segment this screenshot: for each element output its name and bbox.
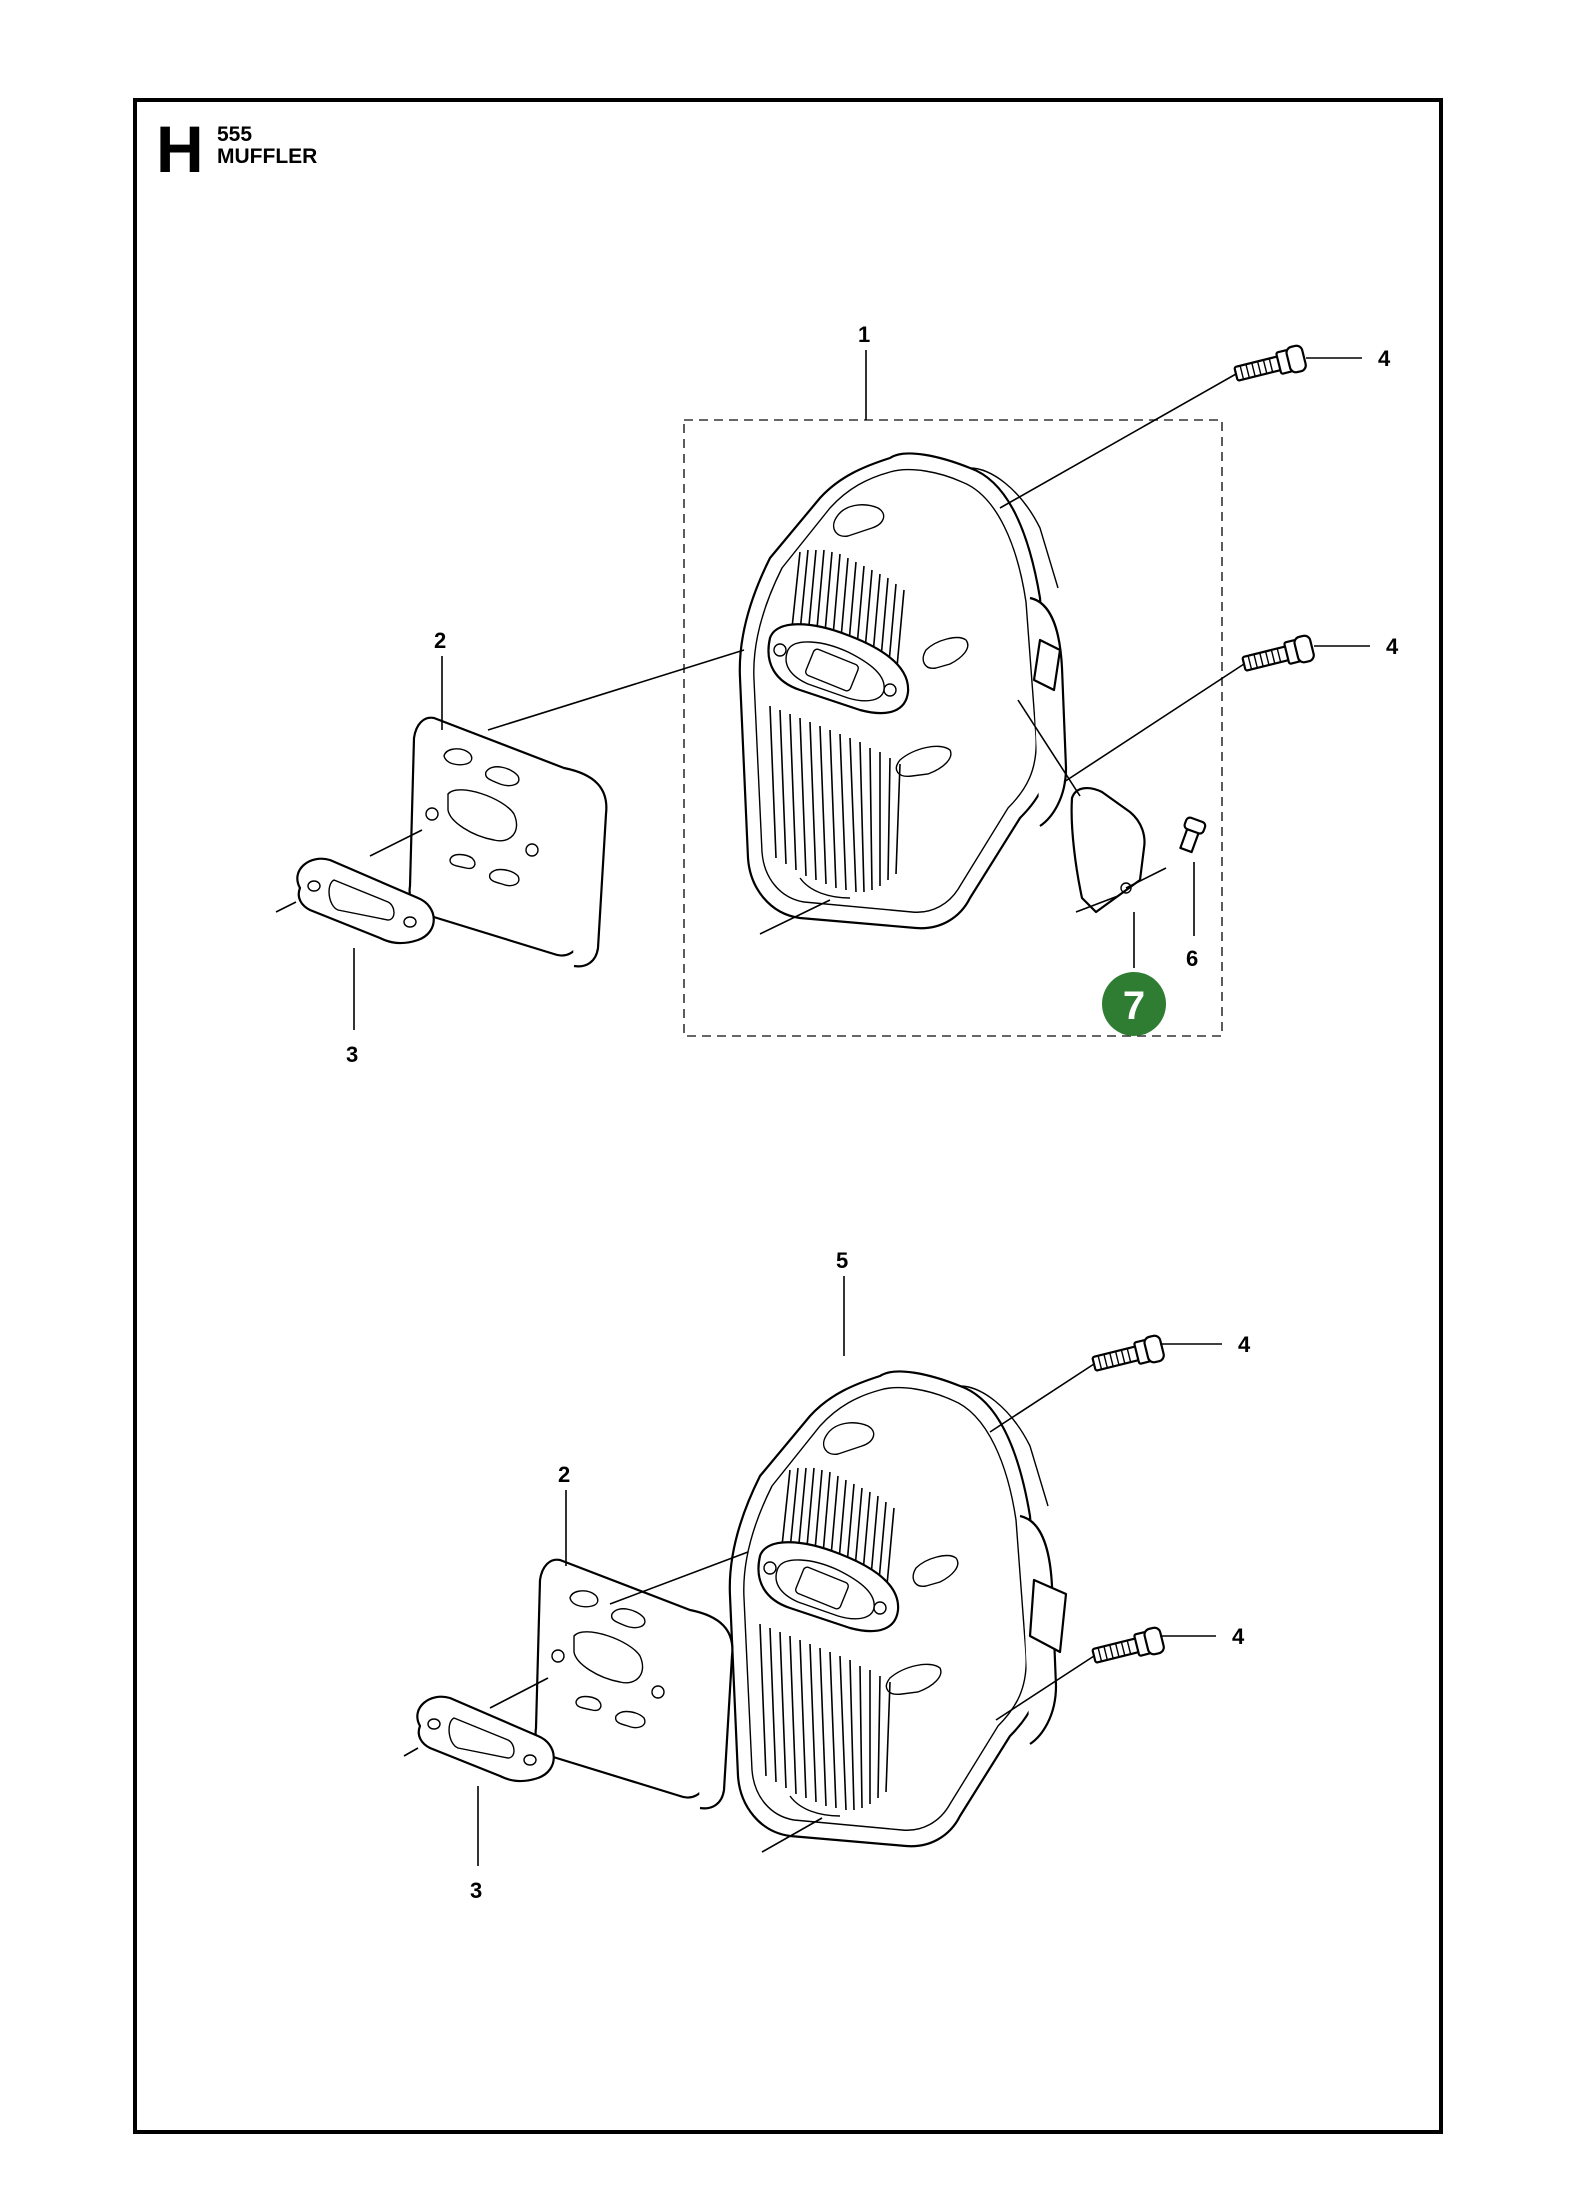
section-letter: H xyxy=(156,112,204,186)
top-muffler-lug xyxy=(1032,638,1062,692)
bottom-muffler xyxy=(728,1370,1058,1848)
bottom-heat-plate xyxy=(534,1558,734,1810)
callout-1: 1 xyxy=(858,322,870,347)
top-muffler xyxy=(738,452,1068,930)
callout-7: 7 xyxy=(1123,984,1145,1028)
bottom-assembly: 5 4 4 2 3 xyxy=(403,1248,1251,1903)
callout-4-bottom-upper: 4 xyxy=(1238,1332,1251,1357)
diagram-frame xyxy=(133,98,1443,2134)
bottom-gasket xyxy=(416,1695,555,1783)
page-title: MUFFLER xyxy=(217,145,318,168)
callout-2-top: 2 xyxy=(434,628,446,653)
top-screw-lower xyxy=(1239,633,1317,678)
model-number: 555 xyxy=(217,123,253,146)
bottom-screw-lower xyxy=(1089,1625,1167,1670)
callout-5: 5 xyxy=(836,1248,848,1273)
top-assembly: 1 4 4 xyxy=(275,322,1399,1067)
callout-4-top-lower: 4 xyxy=(1386,634,1399,659)
callout-6: 6 xyxy=(1186,946,1198,971)
new-part-badge xyxy=(1102,972,1166,1036)
bottom-muffler-lug xyxy=(1028,1578,1068,1654)
callout-3-bottom: 3 xyxy=(470,1878,482,1903)
kit-boundary xyxy=(683,419,1223,1037)
deflector-7 xyxy=(1070,786,1146,914)
callout-2-bottom: 2 xyxy=(558,1462,570,1487)
callout-4-bottom-lower: 4 xyxy=(1232,1624,1245,1649)
bottom-screw-upper xyxy=(1089,1333,1167,1378)
top-screw-upper xyxy=(1231,343,1309,388)
callout-4-top-upper: 4 xyxy=(1378,346,1391,371)
deflector-screw xyxy=(1179,816,1207,854)
callout-3-top: 3 xyxy=(346,1042,358,1067)
top-heat-plate xyxy=(408,716,608,968)
